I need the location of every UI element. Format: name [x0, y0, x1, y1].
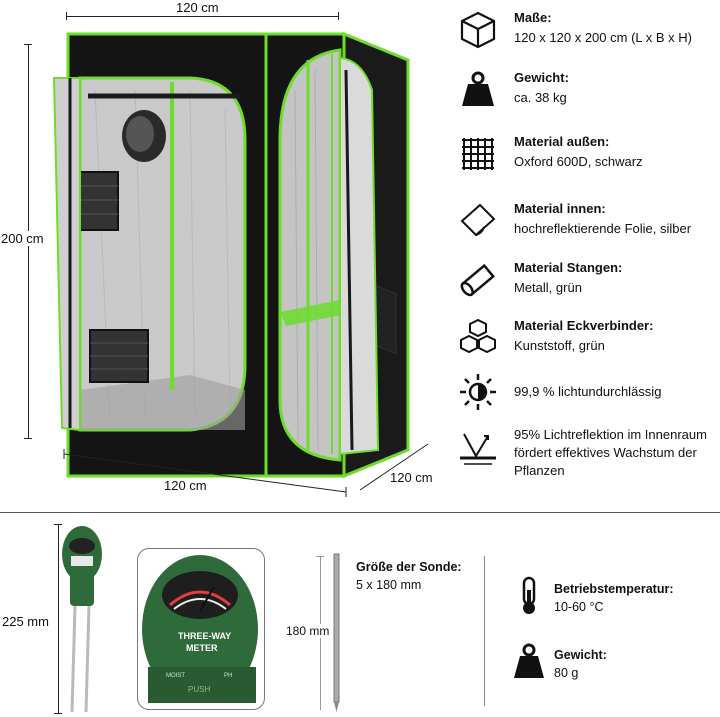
cube-icon	[460, 11, 496, 49]
probe-illustration	[333, 553, 340, 712]
spec-value: Metall, grün	[514, 280, 582, 295]
spec-value: hochreflektierende Folie, silber	[514, 221, 692, 236]
probe-dim-label: 180 mm	[286, 624, 330, 638]
dim-lines-bottom	[63, 443, 429, 497]
dim-tick	[316, 556, 324, 557]
weight-icon	[462, 71, 494, 106]
dim-depth-right: 120 cm	[390, 470, 433, 485]
spec-value: 95% Lichtreflektion im Innenraum fördert…	[514, 427, 707, 478]
spec-material-outside: Material außen: Oxford 600D, schwarz	[458, 134, 720, 184]
probe-size-title: Größe der Sonde:	[356, 560, 462, 574]
dim-tick	[24, 438, 32, 439]
spec-material-inside: Material innen: hochreflektierende Folie…	[458, 201, 720, 251]
spec-title: Material Eckverbinder:	[514, 318, 654, 333]
section-divider	[0, 512, 720, 513]
vertical-separator	[484, 556, 485, 706]
spec-title: Gewicht:	[554, 648, 607, 662]
spec-title: Gewicht:	[514, 70, 569, 85]
dim-tick	[24, 44, 32, 45]
soil-meter-illustration	[62, 526, 102, 713]
spec-weight: Gewicht: ca. 38 kg	[458, 70, 720, 120]
spec-title: Material Stangen:	[514, 260, 623, 275]
dim-tick	[54, 524, 62, 525]
spec-title: Maße:	[514, 10, 552, 25]
dim-tick	[338, 12, 339, 20]
probe-size-value: 5 x 180 mm	[356, 578, 422, 592]
spec-material-poles: Material Stangen: Metall, grün	[458, 260, 720, 310]
weight-icon	[514, 643, 544, 678]
spec-value: ca. 38 kg	[514, 90, 567, 105]
dim-line-top	[66, 16, 338, 17]
reflection-icon	[460, 433, 496, 465]
spec-dimensions: Maße: 120 x 120 x 200 cm (L x B x H)	[458, 10, 720, 60]
spec-operating-temperature: Betriebstemperatur: 10-60 °C	[512, 576, 712, 620]
meter-switch-left: MOIST	[166, 673, 185, 679]
sun-icon	[460, 374, 496, 410]
dim-tick	[54, 713, 62, 714]
dim-line-meter	[58, 524, 59, 714]
dim-tick	[66, 12, 67, 20]
spec-meter-weight: Gewicht: 80 g	[512, 642, 712, 686]
spec-reflection: 95% Lichtreflektion im Innenraum fördert…	[458, 427, 720, 488]
spec-title: Betriebstemperatur:	[554, 582, 674, 596]
dim-width-bottom: 120 cm	[164, 478, 207, 493]
spec-value: 99,9 % lichtundurchlässig	[514, 384, 662, 399]
dim-height-left: 200 cm	[0, 231, 45, 246]
spec-title: Material innen:	[514, 201, 606, 216]
meter-push-text: PUSH	[188, 685, 211, 694]
spec-title: Material außen:	[514, 134, 610, 149]
dim-width-top: 120 cm	[176, 0, 219, 15]
thermometer-icon	[522, 576, 536, 614]
spec-value: 120 x 120 x 200 cm (L x B x H)	[514, 30, 692, 45]
spec-value: 80 g	[554, 666, 579, 680]
dim-meter-height: 225 mm	[2, 614, 49, 629]
cubes-connector-icon	[460, 318, 496, 354]
spec-value: Kunststoff, grün	[514, 338, 605, 353]
meter-label-line2: METER	[186, 643, 218, 653]
meter-switch-right: PH	[224, 673, 233, 679]
tube-icon	[460, 263, 495, 297]
foil-sheet-icon	[460, 203, 496, 237]
meter-closeup-illustration	[142, 555, 258, 703]
grow-tent-illustration	[52, 31, 410, 479]
spec-material-connectors: Material Eckverbinder: Kunststoff, grün	[458, 318, 720, 368]
fabric-grid-icon	[462, 138, 494, 170]
meter-closeup-frame: THREE-WAY METER MOIST PH PUSH	[137, 548, 265, 710]
spec-value: 10-60 °C	[554, 600, 604, 614]
meter-label-line1: THREE-WAY	[178, 631, 232, 641]
spec-value: Oxford 600D, schwarz	[514, 154, 643, 169]
spec-light-tight: 99,9 % lichtundurchlässig	[458, 372, 720, 422]
